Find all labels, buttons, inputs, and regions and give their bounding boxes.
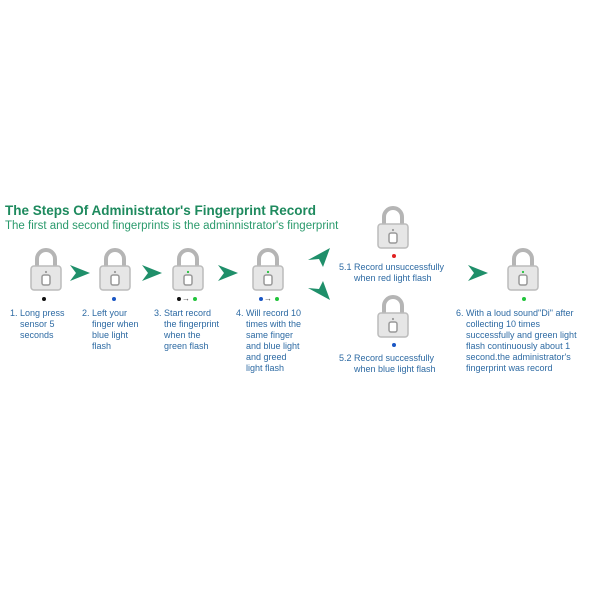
status-light-green [275, 297, 279, 301]
status-light-green [193, 297, 197, 301]
step-5-2-caption: 5.2 Record successfully when blue light … [339, 353, 436, 374]
padlock-icon-step5-1 [375, 203, 411, 249]
arrow-mini-icon: → [182, 294, 190, 303]
status-light-black [177, 297, 181, 301]
step-5-1-caption: 5.1 Record unsuccessfully when red light… [339, 262, 445, 283]
status-light-green [522, 297, 526, 301]
page-title: The Steps Of Administrator's Fingerprint… [5, 203, 316, 218]
status-light-blue [112, 297, 116, 301]
padlock-icon-step1 [28, 245, 64, 291]
padlock-icon-step5-2 [375, 292, 411, 338]
padlock-icon-step6 [505, 245, 541, 291]
step-1-caption: 1. Long press sensor 5 seconds [10, 308, 65, 340]
status-light-black [42, 297, 46, 301]
padlock-icon-step3 [170, 245, 206, 291]
arrow-up-right-icon [308, 248, 330, 267]
step-6-caption: 6. With a loud sound"Di" after collectin… [456, 308, 577, 373]
page-subtitle: The first and second fingerprints is the… [5, 220, 339, 232]
status-light-blue [259, 297, 263, 301]
padlock-icon-step4 [250, 245, 286, 291]
status-light-blue [392, 343, 396, 347]
step-3-caption: 3. Start record the fingerprint when the… [154, 308, 220, 351]
arrow-down-right-icon [308, 281, 330, 300]
arrow-mini-icon: → [264, 294, 272, 303]
arrow-right-icon [218, 265, 238, 281]
step-2-caption: 2. Left your finger when blue light flas… [82, 308, 139, 351]
arrow-right-icon [142, 265, 162, 281]
padlock-icon-step2 [97, 245, 133, 291]
arrow-right-icon [468, 265, 488, 281]
step-4-caption: 4. Will record 10 times with the same fi… [236, 308, 302, 373]
arrow-right-icon [70, 265, 90, 281]
status-light-red [392, 254, 396, 258]
